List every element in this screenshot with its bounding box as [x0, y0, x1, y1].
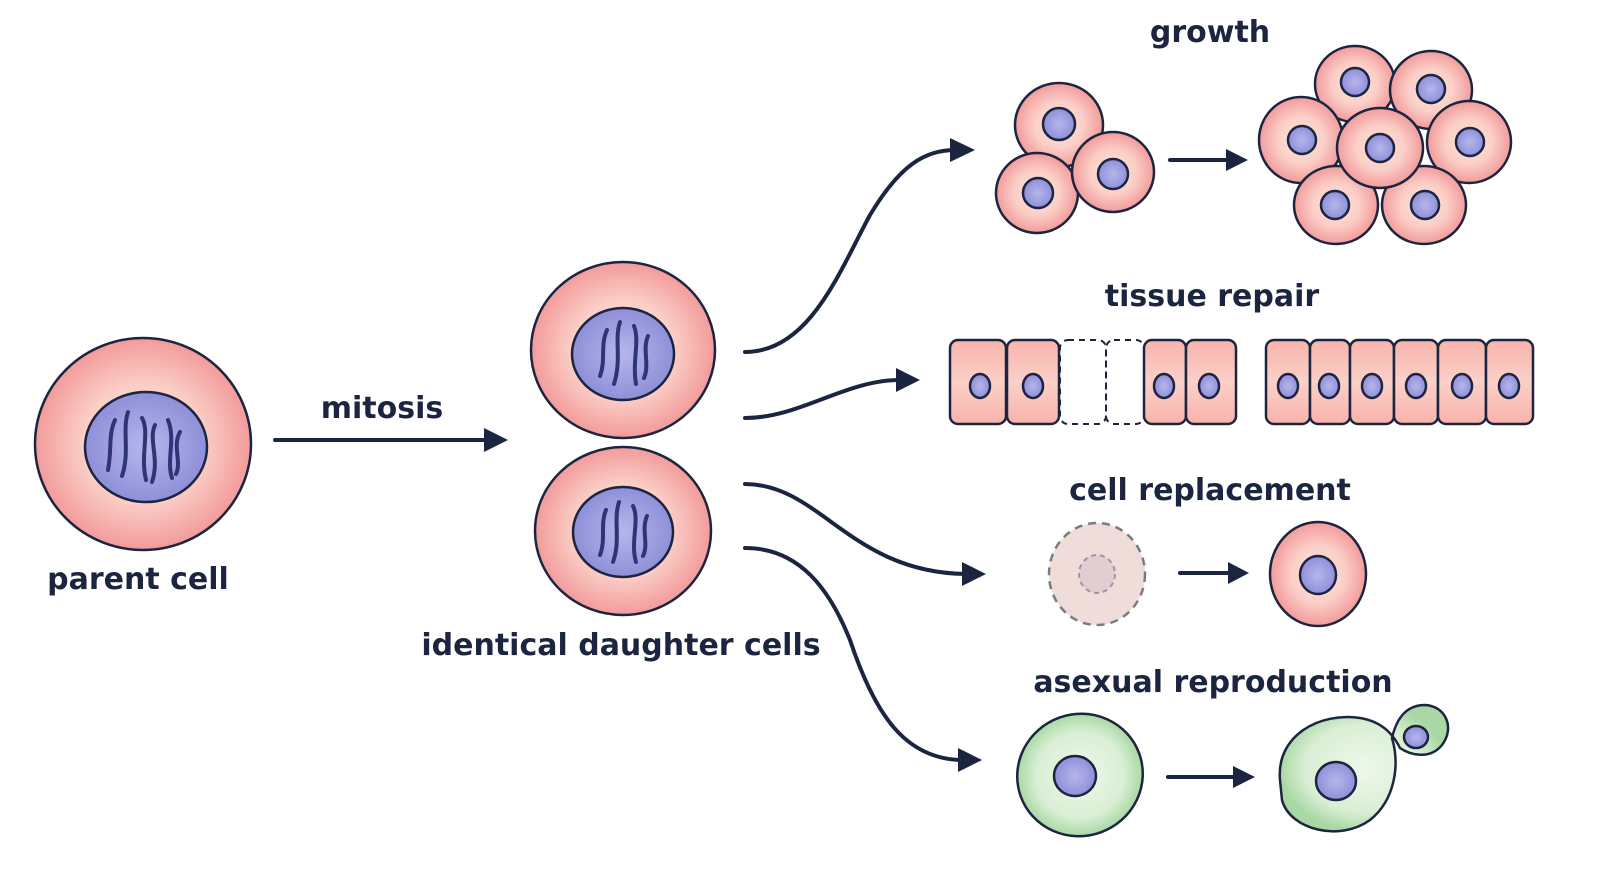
daughter-cell-bottom — [533, 445, 713, 617]
replacement-arrow — [1178, 562, 1249, 584]
cell-replacement-label: cell replacement — [1069, 473, 1351, 508]
growth-arrow — [1168, 149, 1248, 171]
growth-large-cluster — [1257, 44, 1513, 246]
daughter-cell-top — [529, 260, 717, 440]
asexual-reproduction-label: asexual reproduction — [1033, 665, 1392, 700]
yeast-parent — [1015, 712, 1145, 838]
parent-cell — [33, 336, 253, 552]
yeast-budding — [1278, 703, 1450, 833]
budding-arrow — [1166, 766, 1255, 788]
tissue-repair-label: tissue repair — [1105, 279, 1320, 314]
missing-cell — [1059, 339, 1107, 425]
repaired-tissue — [1264, 338, 1535, 426]
missing-cell — [1105, 339, 1145, 425]
dying-cell — [1047, 521, 1147, 627]
new-cell — [1268, 520, 1368, 628]
bud-nucleus — [1402, 724, 1430, 750]
branch-arrows — [743, 138, 986, 772]
growth-label: growth — [1150, 15, 1270, 50]
parent-cell-label: parent cell — [47, 562, 229, 597]
mitosis-label: mitosis — [321, 391, 444, 426]
mitosis-arrow — [273, 428, 508, 452]
daughter-cells-label: identical daughter cells — [421, 628, 820, 663]
growth-small-cluster — [994, 81, 1156, 235]
parent-chromosomes — [106, 410, 182, 484]
damaged-tissue — [948, 338, 1238, 426]
